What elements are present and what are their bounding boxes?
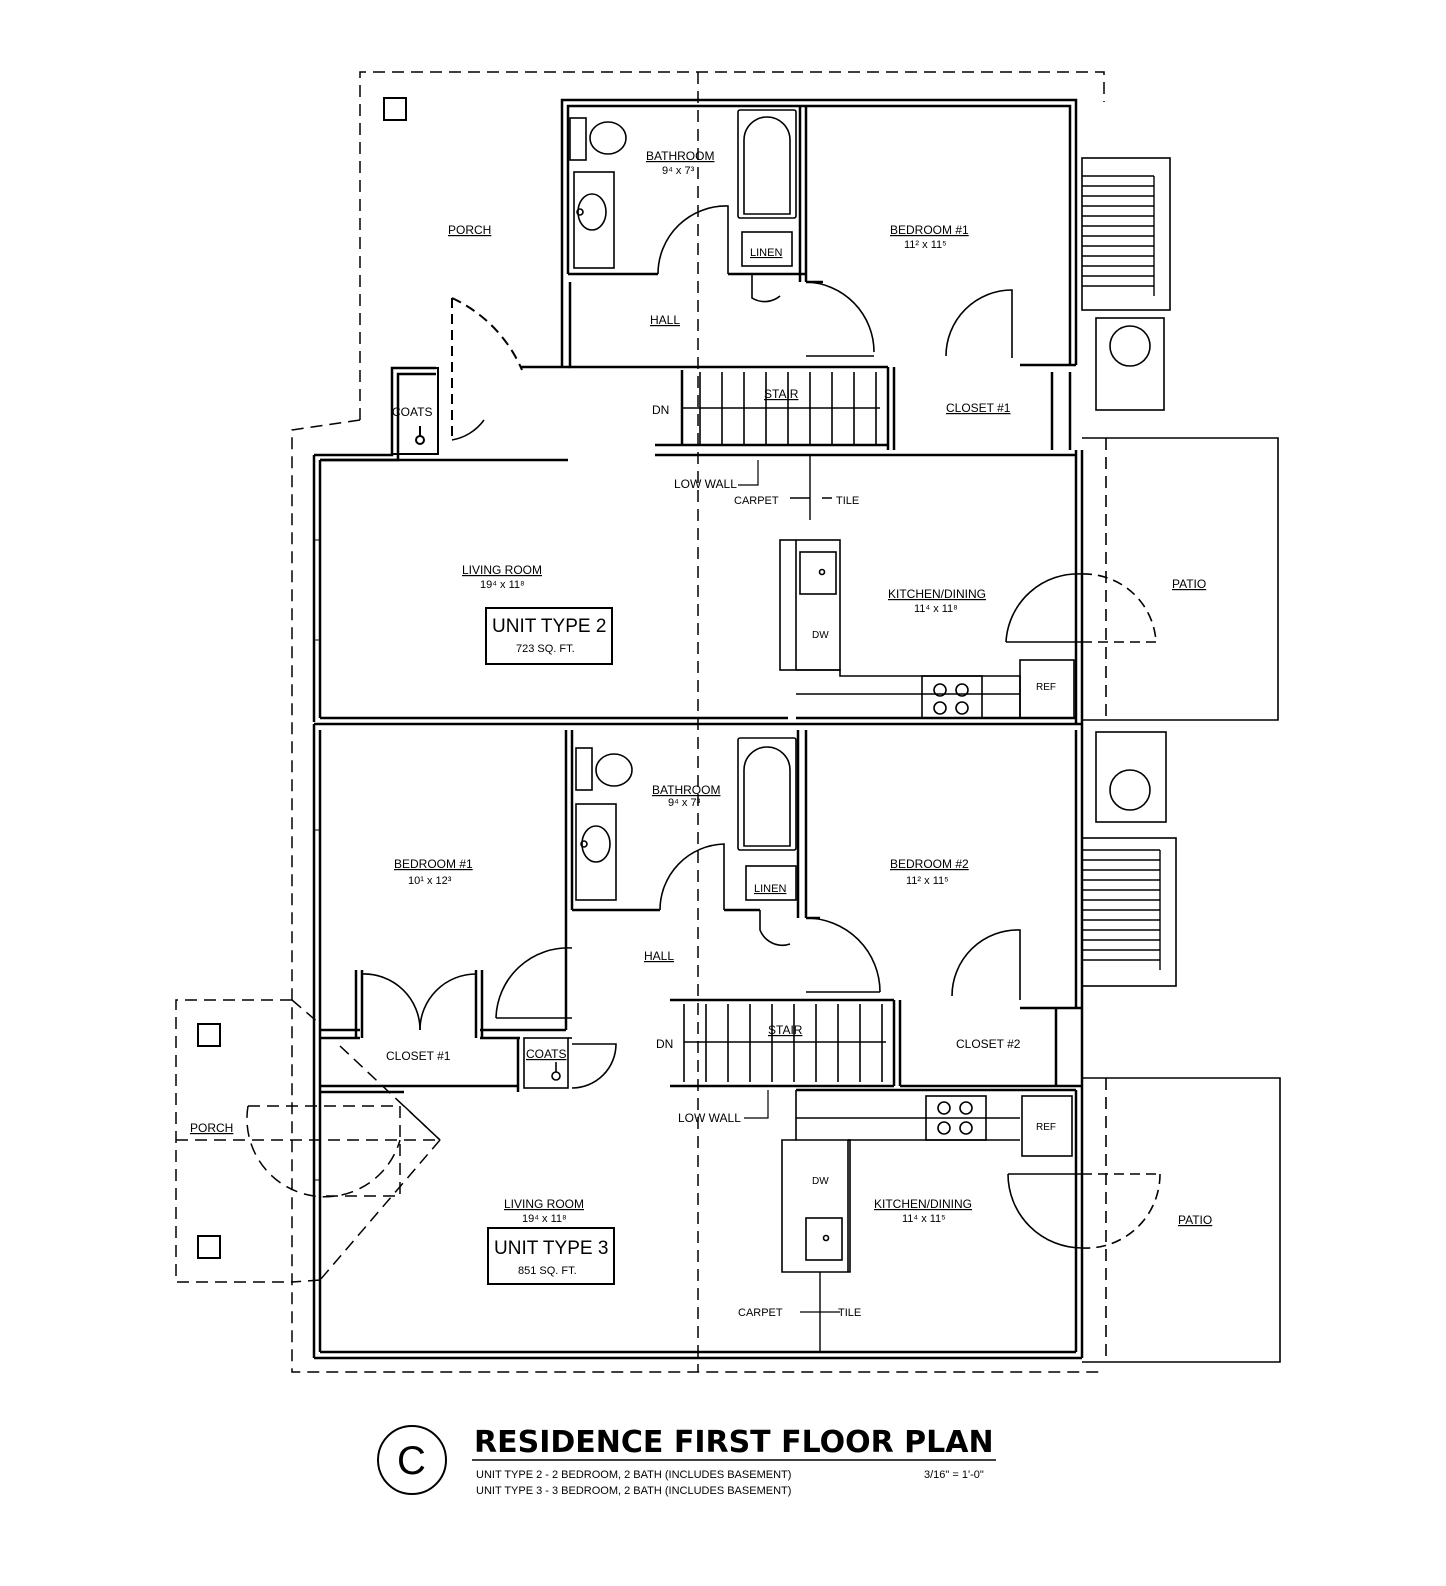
section-marker-letter: C [397,1439,426,1483]
upper-hall-label: HALL [650,313,680,327]
upper-linen-label: LINEN [750,247,782,259]
upper-dw-label: DW [812,630,829,641]
unit-type-3-area: 851 SQ. FT. [518,1265,577,1277]
lower-carpet-label: CARPET [738,1307,783,1319]
upper-ref-label: REF [1036,682,1056,693]
lower-bathroom-fixtures [575,737,797,901]
upper-living-room-label: LIVING ROOM [462,563,542,577]
upper-bathroom-dim: 9⁴ x 7³ [662,165,695,177]
upper-stair [682,372,880,445]
unit-type-3-note: UNIT TYPE 3 - 3 BEDROOM, 2 BATH (INCLUDE… [476,1485,791,1497]
unit-type-2-note: UNIT TYPE 2 - 2 BEDROOM, 2 BATH (INCLUDE… [476,1469,791,1481]
lower-coats-closet [523,1037,617,1089]
upper-door-swings [657,205,1013,358]
lower-closet2-label: CLOSET #2 [956,1037,1021,1051]
upper-bedroom1-label: BEDROOM #1 [890,223,969,237]
lower-patio-door [1007,1173,1161,1249]
upper-kitchen-counters [779,539,1075,719]
lower-stair-label: STAIR [768,1023,803,1037]
upper-patio [1081,157,1279,721]
lower-exterior-stair [1082,849,1161,970]
upper-porch-label: PORCH [448,223,491,237]
porch-post [383,97,407,121]
lower-tile-label: TILE [838,1307,861,1319]
lower-porch-post-top [197,1023,221,1047]
lower-bedroom1-label: BEDROOM #1 [394,857,473,871]
lower-bathroom-dim: 9⁴ x 7³ [668,797,701,809]
lower-linen-label: LINEN [754,883,786,895]
upper-stair-label: STAIR [764,387,799,401]
lower-stair [683,1004,886,1082]
section-marker-circle [377,1425,447,1495]
upper-coats-label: COATS [392,405,432,419]
lower-dw-label: DW [812,1176,829,1187]
lower-porch-outline [175,999,441,1283]
upper-bedroom1-dim: 11² x 11⁵ [904,239,947,251]
upper-bathroom-label: BATHROOM [646,149,714,163]
upper-coats-closet [391,367,439,455]
lower-living-room-label: LIVING ROOM [504,1197,584,1211]
lower-kitchen-dim: 11⁴ x 11⁵ [902,1213,946,1225]
unit-type-3-title: UNIT TYPE 3 [494,1238,608,1259]
lower-low-wall-label: LOW WALL [678,1111,741,1125]
lower-coats-label: COATS [526,1047,566,1061]
lower-hall-label: HALL [644,949,674,963]
upper-low-wall-label: LOW WALL [674,477,737,491]
lower-ref-label: REF [1036,1122,1056,1133]
upper-tile-label: TILE [836,495,859,507]
lower-bedroom2-label: BEDROOM #2 [890,857,969,871]
upper-porch-outline [291,71,1105,1373]
upper-exterior-stair [1082,175,1155,296]
lower-patio-label: PATIO [1178,1213,1212,1227]
drawing-title: RESIDENCE FIRST FLOOR PLAN [474,1425,994,1460]
lower-bedroom1-dim: 10¹ x 12³ [408,875,452,887]
upper-closet1-label: CLOSET #1 [946,401,1011,415]
upper-patio-label: PATIO [1172,577,1206,591]
unit-type-2-title: UNIT TYPE 2 [492,616,606,637]
lower-door-swings [361,843,1021,1031]
upper-dn-label: DN [652,403,669,417]
drawing-scale: 3/16" = 1'-0" [924,1469,984,1481]
lower-kitchen-label: KITCHEN/DINING [874,1197,972,1211]
lower-patio [1081,731,1281,1363]
lower-dn-label: DN [656,1037,673,1051]
lower-closet1-label: CLOSET #1 [386,1049,451,1063]
unit-type-3-box [487,1227,615,1285]
upper-carpet-label: CARPET [734,495,779,507]
upper-entry-door [451,297,523,440]
upper-living-room-dim: 19⁴ x 11⁸ [480,579,525,591]
lower-porch-post-bottom [197,1235,221,1259]
upper-bathroom-fixtures [569,109,797,269]
unit-type-2-box [485,607,613,665]
upper-patio-door [1005,573,1157,643]
unit-type-2-area: 723 SQ. FT. [516,643,575,655]
upper-kitchen-dim: 11⁴ x 11⁸ [914,603,958,615]
lower-bathroom-label: BATHROOM [652,783,720,797]
lower-bedroom2-dim: 11² x 11⁵ [906,875,949,887]
upper-kitchen-label: KITCHEN/DINING [888,587,986,601]
lower-kitchen-counters [781,1090,1073,1273]
lower-living-room-dim: 19⁴ x 11⁸ [522,1213,567,1225]
lower-porch-label: PORCH [190,1121,233,1135]
